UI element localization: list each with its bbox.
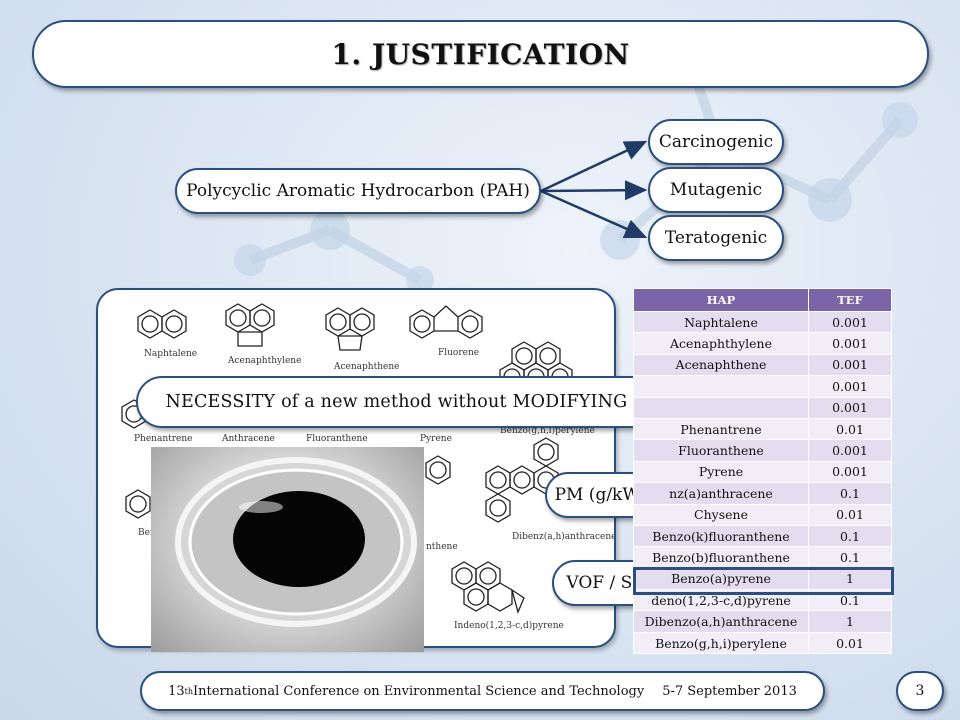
pah-structure-drawings [121,303,573,614]
effect-mutagenic: Mutagenic [648,167,784,213]
cell-hap: Naphtalene [633,310,809,334]
effect-carcinogenic: Carcinogenic [648,119,784,165]
title-bar: 1. JUSTIFICATION [32,20,929,88]
arrow-to-mutagenic [540,180,648,201]
table-row: 0.001 [633,396,892,419]
cell-hap: Acenaphthylene [633,332,809,355]
cell-tef: 0.001 [808,353,892,377]
table-row: 0.001 [633,375,892,398]
cell-tef: 0.001 [808,310,892,334]
cell-hap: Benzo(k)fluoranthene [633,524,809,548]
structure-label-acenaphthylene: Acenaphthylene [228,356,302,366]
structure-label-acenaphthene: Acenaphthene [334,362,400,372]
structure-label-pyrene: Pyrene [420,434,452,444]
structure-label-naphtalene: Naphtalene [144,349,198,359]
page-number: 3 [896,671,944,711]
pah-box: Polycyclic Aromatic Hydrocarbon (PAH) [175,168,541,214]
petri-dish-image [175,457,417,627]
cell-hap: Chysene [633,503,809,526]
cell-hap: Benzo(g,h,i)perylene [633,631,809,655]
structure-label-benzo-ghi-perylene: Benzo(g,h,i)perylene [500,426,595,436]
footer-conference: International Conference on Environmenta… [193,683,645,699]
pah-label: Polycyclic Aromatic Hydrocarbon (PAH) [186,181,530,201]
cell-tef: 0.01 [808,503,892,526]
cell-hap: nz(a)anthracene [633,482,809,505]
highlighted-row-frame [633,567,894,595]
cell-tef: 0.1 [808,524,892,548]
cell-tef: 0.1 [808,546,892,569]
cell-hap: Acenaphthene [633,353,809,377]
cell-hap: Fluoranthene [633,439,809,462]
table-header-row: HAP TEF [633,288,892,312]
footer-ordinal: 13 [168,683,185,699]
arrow-to-carcinogenic [540,140,648,193]
effect-teratogenic: Teratogenic [648,215,784,261]
effect-label: Mutagenic [669,180,763,200]
cell-hap [633,375,809,398]
cell-tef: 0.001 [808,439,892,462]
structure-label-nthene-partial: nthene [426,542,458,552]
cell-tef: 0.001 [808,332,892,355]
effect-label: Teratogenic [664,228,768,248]
structure-label-dibenz-ah-anthracene: Dibenz(a,h)anthracene [512,532,616,542]
page-title: 1. JUSTIFICATION [331,37,630,71]
footer-dates: 5-7 September 2013 [662,683,797,699]
page-number-label: 3 [915,683,925,699]
effect-label: Carcinogenic [658,132,774,152]
cell-tef: 0.01 [808,631,892,655]
soot-sample-photo [151,447,424,652]
structure-label-benz-partial: Benz [138,528,161,538]
cell-tef: 0.1 [808,482,892,505]
cell-hap: Phenantrene [633,417,809,441]
cell-hap [633,396,809,419]
cell-hap: Pyrene [633,460,809,484]
pm-label: PM (g/kWh) [554,485,658,505]
structure-label-fluoranthene: Fluoranthene [306,434,368,444]
header-tef: TEF [808,288,892,312]
cell-tef: 0.001 [808,375,892,398]
cell-hap: Dibenzo(a,h)anthracene [633,610,809,633]
structure-label-indeno-pyrene: Indeno(1,2,3-c,d)pyrene [454,621,564,631]
cell-hap: Benzo(a)pyrene [633,567,809,591]
structure-label-anthracene: Anthracene [222,434,275,444]
cell-tef: 0.01 [808,417,892,441]
cell-tef: 0.001 [808,460,892,484]
structure-label-phenantrene: Phenantrene [134,434,193,444]
cell-hap: Benzo(b)fluoranthene [633,546,809,569]
arrow-to-teratogenic [540,189,648,239]
footer-ordinal-suffix: th [184,686,194,696]
cell-tef: 0.001 [808,396,892,419]
structure-label-fluorene: Fluorene [438,348,480,358]
header-hap: HAP [633,288,809,312]
cell-tef: 1 [808,610,892,633]
